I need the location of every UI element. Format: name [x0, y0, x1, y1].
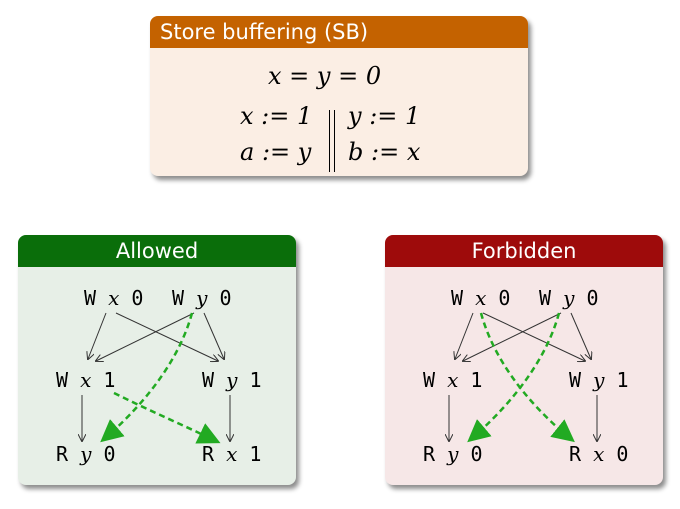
event-wx1: W x 1 [423, 368, 482, 392]
sb-thread2-line2: b := x [348, 138, 421, 166]
edge-wx0-wx1 [88, 312, 107, 359]
sb-thread1-line2: a := y [240, 138, 312, 166]
rf-wx0-rx0 [479, 312, 575, 443]
sb-program-block: Store buffering (SB) x = y = 0 x := 1 a … [150, 16, 528, 176]
sb-block-title: Store buffering (SB) [150, 16, 528, 48]
edge-wy0-wx1 [463, 312, 562, 361]
allowed-block-title: Allowed [18, 235, 296, 267]
edge-wy0-wy1 [570, 312, 591, 359]
forbidden-block-title: Forbidden [385, 235, 663, 267]
forbidden-graph-block: Forbidden W x 0 W y 0 W x 1 W y 1 R y 0 … [385, 235, 663, 485]
forbidden-graph: W x 0 W y 0 W x 1 W y 1 R y 0 R x 0 [423, 286, 629, 466]
sb-thread1-line1: x := 1 [240, 102, 313, 130]
event-wy1: W y 1 [569, 368, 629, 392]
edge-wx0-wy1 [482, 312, 585, 361]
event-rx1: R x 1 [202, 442, 261, 466]
sb-thread2-line1: y := 1 [348, 102, 421, 130]
event-wy0: W y 0 [539, 286, 599, 310]
edge-wx0-wx1 [455, 312, 474, 359]
rf-wy0-ry0 [467, 312, 561, 443]
event-wx0: W x 0 [451, 286, 510, 310]
rf-wx1-rx1 [113, 391, 221, 444]
edge-wy0-wx1 [96, 312, 195, 361]
parallel-bar [329, 110, 335, 172]
allowed-graph-block: Allowed W x 0 W y 0 W x 1 W y 1 R y 0 R … [18, 235, 296, 485]
event-wx0: W x 0 [84, 286, 143, 310]
event-ry0: R y 0 [56, 442, 116, 466]
sb-init-line: x = y = 0 [268, 62, 382, 90]
rf-wy0-ry0 [100, 312, 194, 443]
event-wy0: W y 0 [172, 286, 232, 310]
event-wx1: W x 1 [56, 368, 115, 392]
event-rx0: R x 0 [569, 442, 628, 466]
edge-wy0-wy1 [203, 312, 224, 359]
event-wy1: W y 1 [202, 368, 262, 392]
allowed-graph: W x 0 W y 0 W x 1 W y 1 R y 0 R x 1 [56, 286, 262, 466]
edge-wx0-wy1 [115, 312, 218, 361]
event-ry0: R y 0 [423, 442, 483, 466]
